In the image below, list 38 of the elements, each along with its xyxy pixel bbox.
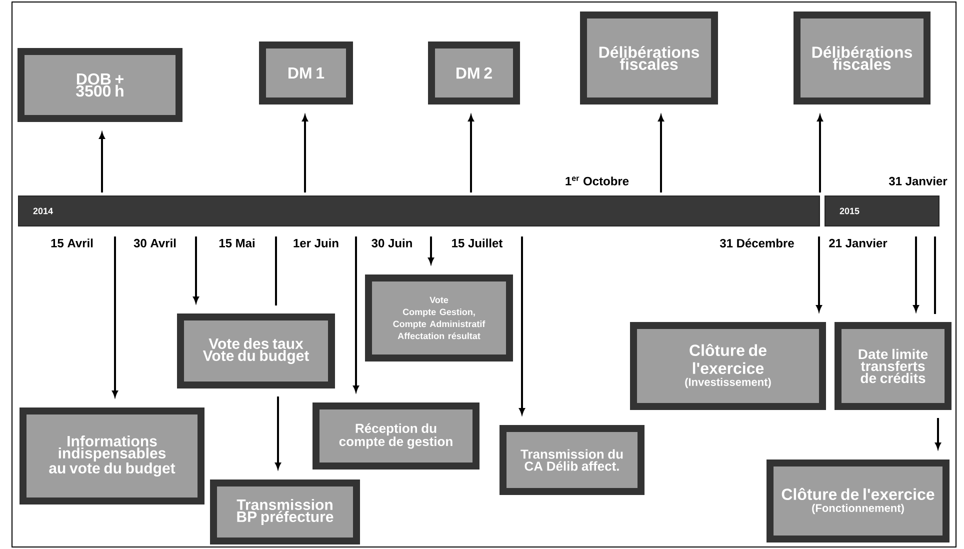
event-box: Transmission du CA Délib affect.	[500, 425, 644, 495]
event-box: Délibérations fiscales	[794, 12, 930, 104]
date-label: 15 Avril	[51, 238, 93, 248]
event-box: Date limite transferts de crédits	[834, 322, 952, 410]
arrow	[468, 115, 474, 192]
date-label: 15 Juillet	[452, 238, 503, 248]
arrow	[816, 236, 822, 312]
arrow	[658, 115, 664, 192]
event-box: DOB + 3500 h	[18, 48, 182, 122]
event-box: Clôture de l'exercice (Fonctionnement)	[766, 460, 950, 542]
arrow	[275, 396, 281, 469]
arrow	[193, 236, 199, 303]
arrow	[99, 132, 105, 192]
arrow	[428, 236, 434, 264]
arrow	[817, 115, 823, 192]
event-box: Informations indispensables au vote du budget	[20, 408, 204, 504]
date-label: 15 Mai	[219, 238, 254, 248]
arrow	[302, 115, 308, 192]
date-label: 21 Janvier	[829, 238, 888, 248]
date-label: 1er Juin	[294, 238, 338, 248]
event-box: Vote des taux Vote du budget	[177, 314, 335, 388]
arrow	[913, 236, 919, 312]
event-box: DM 1	[259, 42, 353, 104]
arrow	[935, 418, 941, 449]
event-box: Délibérations fiscales	[580, 12, 718, 104]
date-label: 31 Décembre	[720, 238, 794, 248]
event-box: Vote Compte Gestion, Compte Administratif Affectation résultat	[365, 274, 513, 362]
event-box: Clôture de l'exercice (Investissement)	[630, 322, 826, 410]
date-label: 30 Avril	[134, 238, 176, 248]
event-box: Transmission BP préfecture	[210, 480, 360, 544]
event-box: DM 2	[428, 42, 520, 104]
timeline-bar: 2014	[18, 196, 820, 226]
date-label: 30 Juin	[372, 238, 412, 248]
arrow	[519, 236, 525, 414]
arrow	[112, 236, 118, 397]
timeline-bar: 2015	[824, 196, 940, 226]
event-box: Réception du compte de gestion	[312, 402, 480, 470]
arrow	[353, 236, 359, 392]
